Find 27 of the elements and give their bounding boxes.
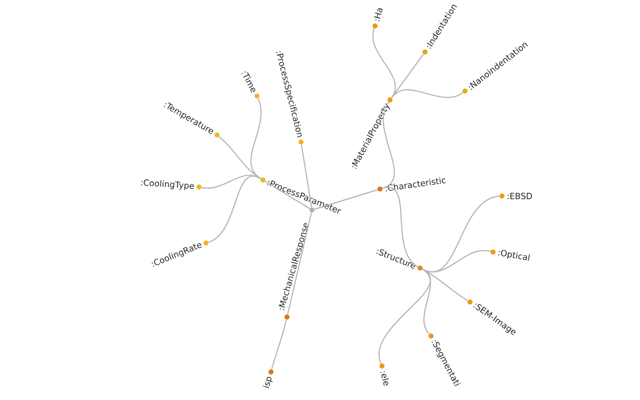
tree-link [250, 98, 262, 179]
tree-node: isp [262, 370, 274, 388]
tree-link [287, 212, 312, 314]
tree-link [218, 136, 262, 180]
node-label: :EBSD [508, 192, 532, 200]
tree-link [391, 89, 464, 98]
tree-node: :Time [241, 71, 260, 98]
node-label: :Optical [498, 250, 530, 261]
tree-link [271, 320, 287, 370]
node-label: isp [262, 376, 273, 388]
tree-link [300, 144, 312, 208]
node-label: :ele [380, 371, 389, 386]
tree-node: :EBSD [500, 192, 532, 200]
tree-link [208, 176, 261, 243]
tree-link [382, 186, 418, 268]
tree-link [314, 189, 378, 210]
tree-node: :Ha [372, 8, 383, 28]
tree-link [382, 102, 395, 189]
tree-link [378, 268, 431, 364]
tree-link [265, 180, 310, 210]
tree-node: :CoolingType [141, 179, 202, 190]
node-label: :Ha [374, 8, 383, 22]
tree-node: :ele [380, 364, 389, 386]
node-label: :Time [241, 71, 256, 93]
tree-node: :Optical [490, 250, 530, 261]
tree-link [422, 250, 490, 272]
tree-link [372, 28, 396, 98]
